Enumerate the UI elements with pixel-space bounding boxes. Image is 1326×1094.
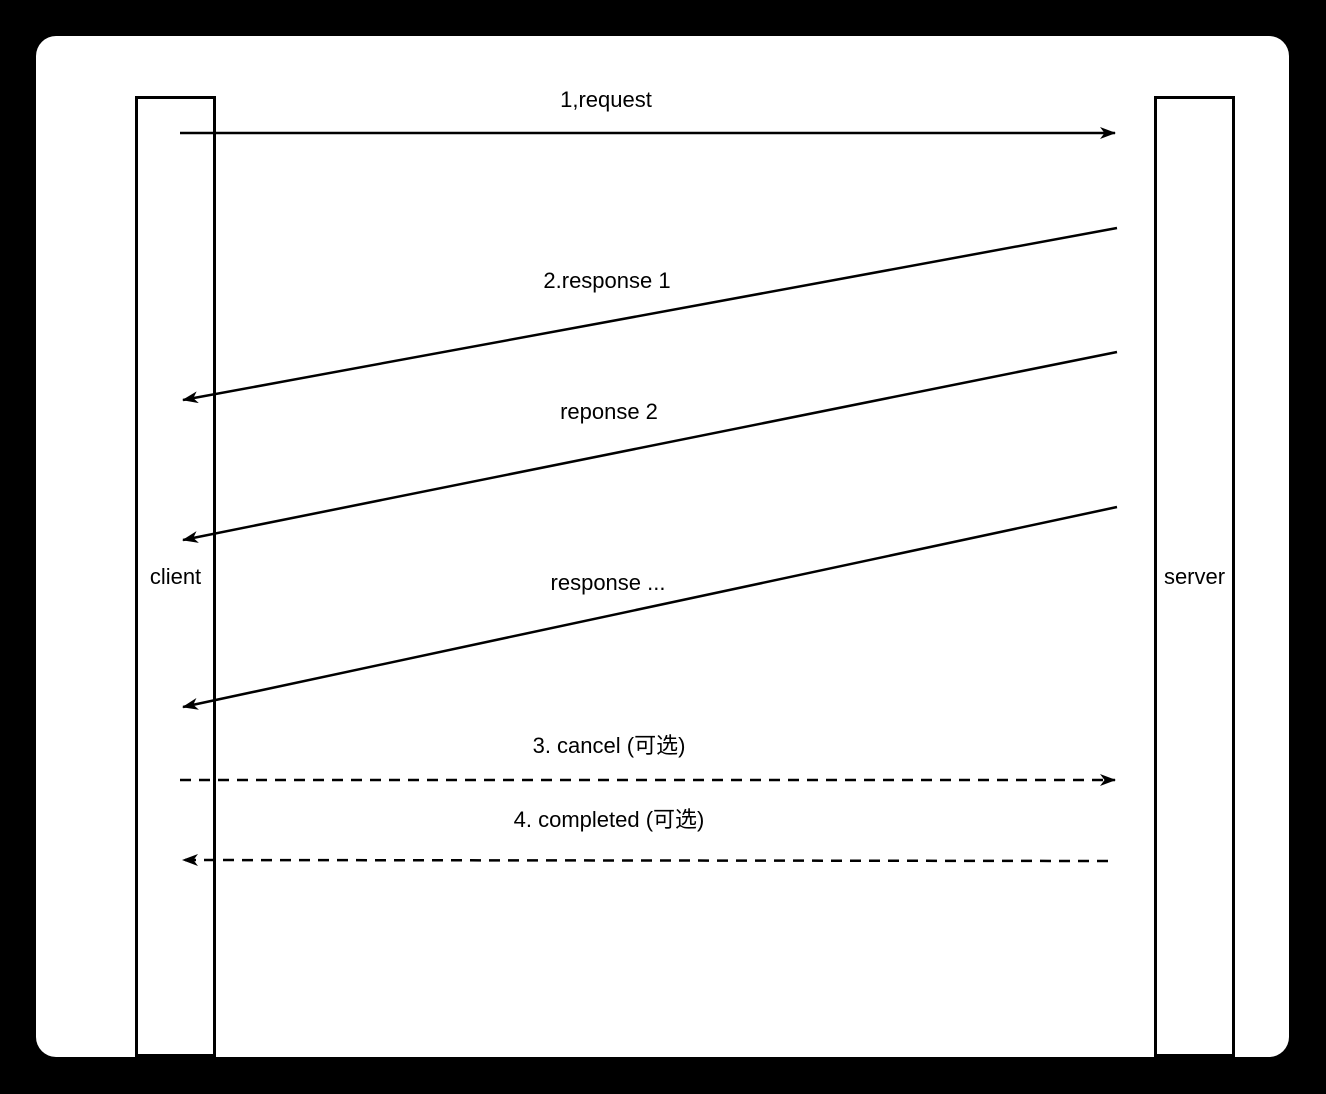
lifeline-server: server — [1154, 96, 1235, 1057]
lifeline-server-label: server — [1163, 563, 1226, 589]
message-label-response-2: reponse 2 — [560, 399, 658, 424]
lifeline-client: client — [135, 96, 216, 1057]
lifeline-client-label: client — [149, 563, 202, 589]
message-label-cancel: 3. cancel (可选) — [532, 733, 686, 758]
message-label-response-1: 2.response 1 — [543, 268, 671, 293]
diagram-canvas: client server — [36, 36, 1289, 1057]
message-label-response-more: response ... — [550, 570, 666, 595]
message-label-request: 1,request — [560, 87, 652, 112]
message-label-completed: 4. completed (可选) — [513, 807, 705, 832]
